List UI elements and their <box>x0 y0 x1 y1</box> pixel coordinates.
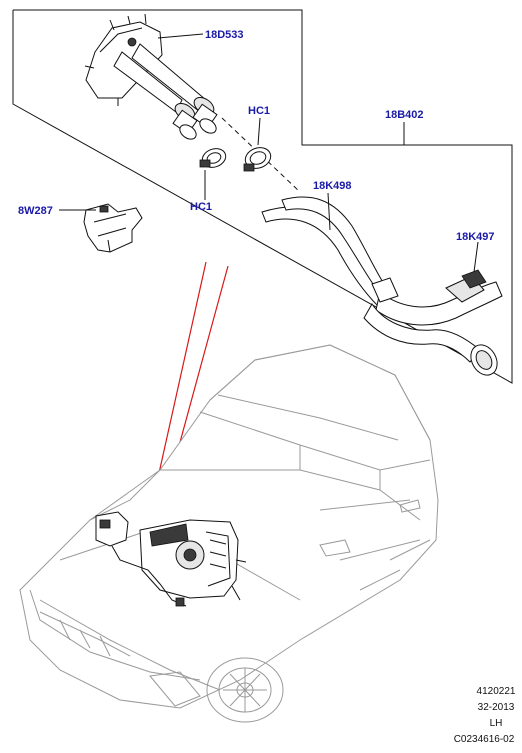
part-heater-manifold <box>84 13 218 140</box>
leader-hc1-upper <box>257 117 261 146</box>
footer-ref-date: 32-2013 <box>478 702 515 713</box>
callout-18k497: 18K497 <box>456 231 495 243</box>
part-hose-clip-left <box>199 148 227 168</box>
callout-hc1-lower: HC1 <box>190 201 212 213</box>
footer-ref-code: C0234616-02 <box>454 734 515 745</box>
callout-hc1-upper: HC1 <box>248 105 270 117</box>
leader-18k497 <box>473 241 479 273</box>
footer-ref-number: 4120221 <box>477 686 516 697</box>
callout-18d533: 18D533 <box>205 29 244 41</box>
hvac-unit <box>95 511 247 607</box>
callout-18b402: 18B402 <box>385 109 424 121</box>
part-bracket <box>83 203 143 253</box>
assembly-frame <box>12 9 513 384</box>
part-heater-hose <box>261 196 503 376</box>
part-hose-clip-right <box>243 147 272 172</box>
leader-18d533 <box>157 33 204 39</box>
leader-18k498 <box>327 192 331 231</box>
callout-18k498: 18K498 <box>313 180 352 192</box>
callout-8w287: 8W287 <box>18 205 53 217</box>
footer-ref-side: LH <box>490 718 503 729</box>
